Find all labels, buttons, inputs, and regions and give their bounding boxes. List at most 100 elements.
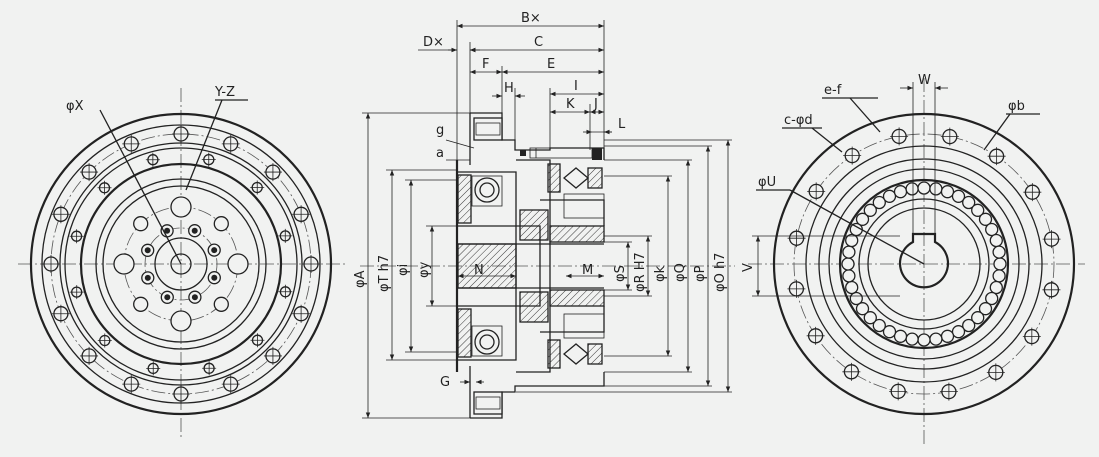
hole-centerline: [97, 333, 112, 348]
label-H: H: [504, 81, 514, 96]
roller: [951, 325, 966, 339]
hole-centerline: [69, 229, 84, 244]
tapped-hole-core: [191, 227, 198, 234]
roller: [855, 212, 870, 226]
roller: [962, 318, 976, 333]
label-phiS: φS: [613, 265, 628, 282]
label-phiRH7: φR H7: [633, 252, 648, 292]
hole-centerline: [263, 346, 282, 365]
hub-hole: [170, 310, 192, 332]
hub-hole: [170, 196, 192, 218]
roller: [841, 257, 855, 271]
roller: [971, 311, 985, 325]
hole-centerline: [939, 382, 958, 401]
label-phiA: φA: [353, 270, 368, 288]
hole-centerline: [172, 385, 190, 403]
outer-bolt-holes: [42, 125, 320, 403]
roller: [905, 182, 919, 196]
label-L: L: [618, 117, 626, 132]
hole-centerline: [1023, 183, 1042, 202]
tapped-hole-core: [164, 227, 171, 234]
hole-centerline: [787, 229, 806, 248]
roller: [882, 325, 897, 339]
hole-centerline: [221, 134, 240, 153]
section-geometry: N M G: [440, 112, 605, 419]
hole-centerline: [51, 304, 70, 323]
roller: [855, 302, 870, 316]
label-M: M: [582, 263, 593, 278]
label-phib: φb: [1008, 99, 1025, 114]
hole-centerline: [987, 147, 1006, 166]
label-F: F: [482, 57, 489, 72]
label-phiX: φX: [66, 99, 84, 114]
tapped-hole-core: [211, 247, 218, 254]
label-phiy: φy: [417, 261, 432, 278]
roller: [893, 329, 908, 343]
hub-hole: [227, 253, 249, 275]
roller: [905, 332, 919, 346]
hole-centerline: [1042, 230, 1061, 249]
hole-centerline: [889, 382, 908, 401]
hole-centerline: [250, 180, 265, 195]
hole-centerline: [51, 205, 70, 224]
hub-holes: [113, 196, 249, 332]
hub-hole: [213, 296, 229, 312]
roller: [872, 318, 886, 333]
hole-centerline: [97, 180, 112, 195]
roller: [971, 203, 985, 217]
hole-centerline: [80, 346, 99, 365]
inner-ring-holes: [69, 152, 293, 376]
roller: [993, 257, 1007, 271]
roller: [940, 185, 955, 199]
label-cphid: c-φd: [784, 113, 813, 128]
hole-centerline: [278, 284, 293, 299]
hole-centerline: [807, 182, 826, 201]
tapped-hole-core: [191, 294, 198, 301]
right-rear-view: W V e-f c-φd φb φU: [741, 73, 1085, 444]
roller: [893, 185, 908, 199]
label-C: C: [534, 35, 543, 50]
roller: [917, 181, 931, 195]
hub-hole: [133, 296, 149, 312]
roller: [951, 189, 966, 203]
hub-hole: [213, 216, 229, 232]
hole-centerline: [940, 127, 959, 146]
label-J: J: [593, 97, 598, 112]
label-g: g: [436, 123, 444, 138]
label-W: W: [918, 73, 931, 88]
hole-centerline: [986, 363, 1005, 382]
hole-centerline: [122, 134, 141, 153]
roller: [978, 302, 993, 316]
roller: [940, 329, 955, 343]
hole-centerline: [263, 163, 282, 182]
label-phiU: φU: [758, 175, 776, 190]
hole-centerline: [787, 279, 806, 298]
hole-centerline: [122, 375, 141, 394]
label-phiTh7: φT h7: [377, 255, 392, 292]
hole-centerline: [69, 285, 84, 300]
roller: [992, 269, 1006, 283]
roller: [992, 245, 1006, 259]
roller: [962, 195, 976, 210]
label-Bx: B×: [521, 11, 541, 26]
left-front-view: φX Y-Z: [18, 85, 345, 440]
roller: [842, 269, 856, 283]
section-view: B× D× C F E H I K J: [353, 11, 735, 419]
hole-centerline: [292, 304, 311, 323]
label-phiOh7: φO h7: [713, 253, 728, 292]
hole-centerline: [806, 326, 825, 345]
label-V: V: [741, 263, 756, 272]
label-I: I: [574, 79, 578, 94]
tapped-hole-core: [144, 247, 151, 254]
tapped-hole-core: [164, 294, 171, 301]
roller: [882, 189, 897, 203]
roller: [917, 333, 931, 347]
hole-centerline: [221, 375, 240, 394]
label-YZ: Y-Z: [214, 85, 235, 100]
roller: [849, 291, 863, 306]
diameter-dimensions: φA φT h7 φi φy φS φR H7 φk φQ: [353, 112, 732, 419]
hole-centerline: [42, 255, 60, 273]
roller: [985, 291, 999, 306]
hole-centerline: [145, 152, 160, 167]
